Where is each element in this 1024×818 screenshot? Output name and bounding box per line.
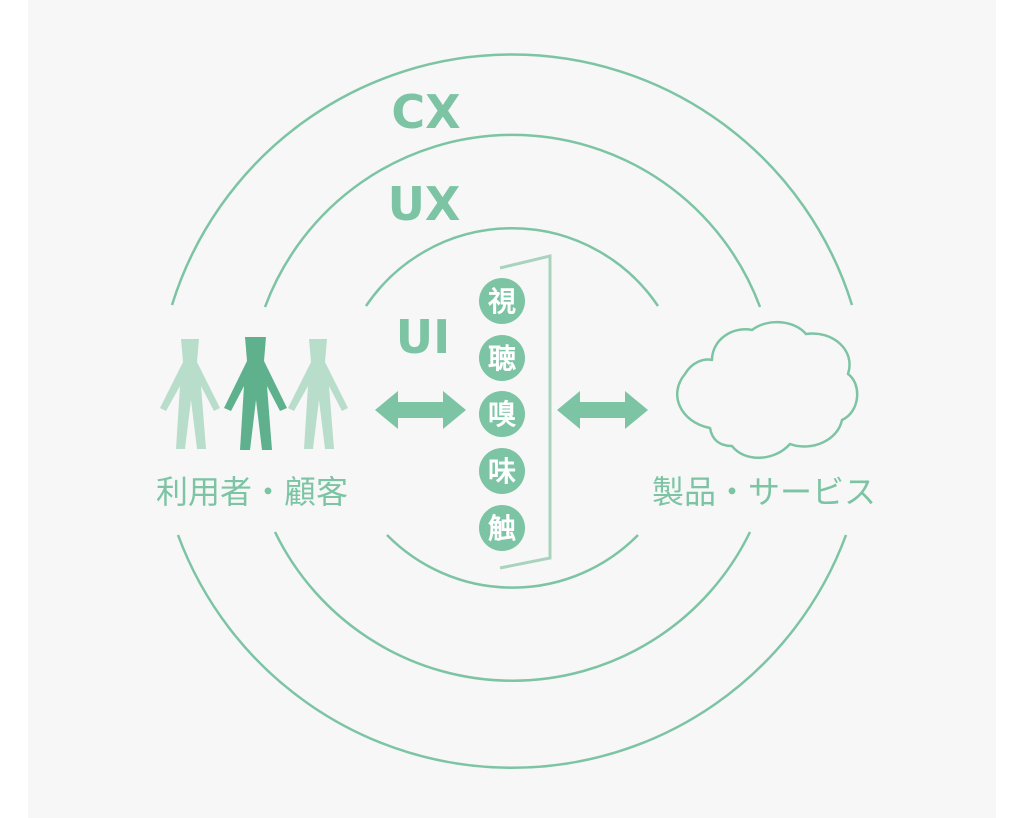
interface-panel bbox=[499, 254, 552, 570]
person-center-icon bbox=[224, 337, 287, 450]
products-services-label: 製品・サービス bbox=[652, 473, 876, 511]
sense-circle-sight bbox=[479, 278, 525, 324]
left-double-arrow-icon bbox=[375, 391, 466, 429]
sense-circle-touch bbox=[479, 505, 525, 551]
people-icon bbox=[160, 337, 348, 450]
ui-label: UI bbox=[396, 310, 450, 364]
sense-taste: 味 bbox=[488, 455, 516, 488]
sense-touch: 触 bbox=[488, 512, 516, 545]
sense-smell: 嗅 bbox=[488, 398, 516, 431]
right-double-arrow-icon bbox=[557, 391, 648, 429]
ux-ring-upper bbox=[263, 133, 762, 308]
users-customers-label: 利用者・顧客 bbox=[156, 473, 348, 511]
senses-group: 視 聴 嗅 味 触 bbox=[479, 278, 525, 551]
ui-ring-upper bbox=[364, 227, 660, 307]
ux-ring-lower bbox=[273, 531, 752, 682]
person-left-icon bbox=[160, 339, 220, 449]
cx-ring-upper bbox=[170, 53, 854, 306]
person-right-icon bbox=[288, 339, 348, 449]
cx-label: CX bbox=[391, 85, 460, 139]
sense-circle-smell bbox=[479, 391, 525, 437]
sense-circle-hearing bbox=[479, 335, 525, 381]
sense-hearing: 聴 bbox=[488, 342, 516, 375]
sense-circle-taste bbox=[479, 448, 525, 494]
ui-ring-lower bbox=[386, 534, 639, 589]
cx-ring-lower bbox=[176, 534, 848, 770]
ux-label: UX bbox=[388, 177, 461, 231]
sense-sight: 視 bbox=[488, 285, 516, 318]
cloud-icon bbox=[675, 320, 859, 459]
